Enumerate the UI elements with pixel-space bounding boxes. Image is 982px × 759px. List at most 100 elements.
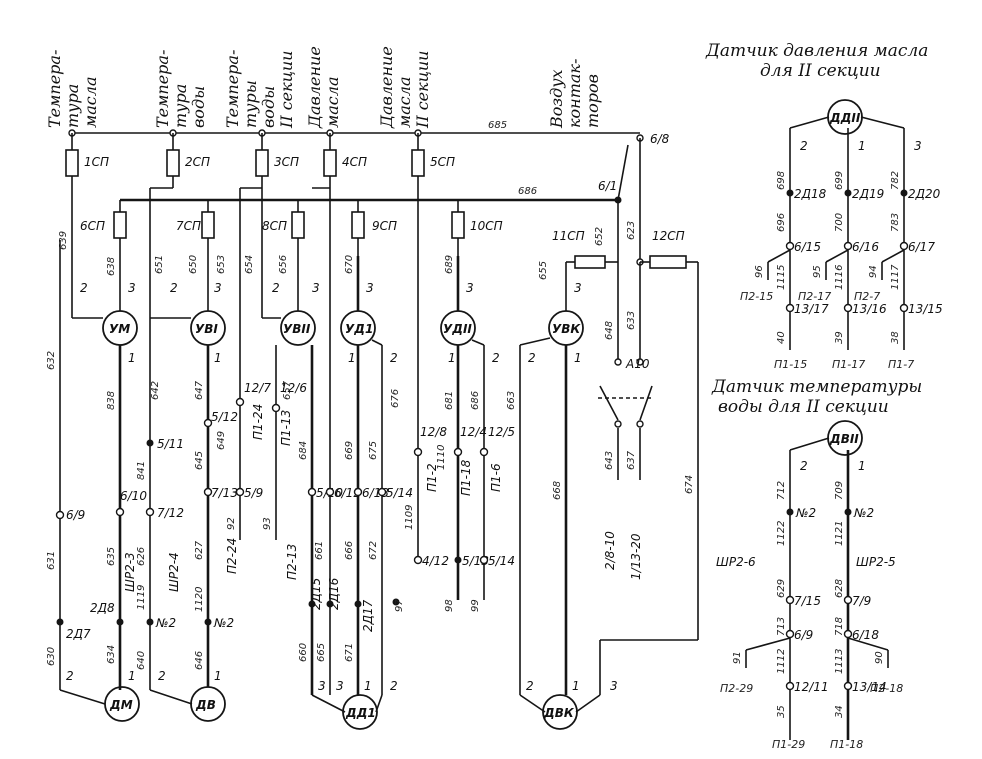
node-label: 13/14	[852, 680, 887, 694]
wire-670: 670	[344, 255, 355, 274]
wire-649: 649	[216, 431, 227, 450]
pressure-sensor-title: Датчик давления масла	[705, 41, 928, 61]
wire-label: 35	[776, 705, 787, 718]
node-12-5	[479, 447, 489, 457]
resistor-4sp	[323, 149, 337, 177]
diode-2d8-label: 2Д8	[90, 601, 115, 615]
header-air-contactors: Воздух контак- торов	[547, 59, 602, 129]
wire-669: 669	[344, 441, 355, 460]
diode-label: 2Д18	[794, 187, 827, 201]
resistor-7sp	[201, 211, 215, 239]
resistor-11sp-label: 11СП	[552, 229, 585, 243]
device-dd1-label: ДД1	[345, 706, 376, 720]
connector-no2	[146, 618, 154, 626]
bus-685-label: 685	[488, 120, 507, 131]
device-ud1-label: УД1	[345, 322, 373, 336]
wire	[881, 249, 905, 263]
svg-text:Темпера-: Темпера-	[45, 50, 64, 128]
node-6-12-label: 6/12	[334, 486, 361, 500]
pin-label: 2	[390, 351, 398, 365]
wire-1110: 1110	[436, 445, 447, 470]
connector-no2-label: №2	[155, 616, 176, 630]
wire-672: 672	[368, 541, 379, 560]
resistor-8sp	[291, 211, 305, 239]
node-label: 6/17	[908, 240, 935, 254]
pin-label: 3	[312, 281, 320, 295]
connector-shr2-3: ШР2-3	[123, 552, 137, 592]
wire-668: 668	[552, 481, 563, 500]
pressure-sensor-subtitle: для II секции	[760, 61, 881, 81]
node-6-10-label: 6/10	[120, 489, 147, 503]
connector-no2-label: №2	[213, 616, 234, 630]
terminal-a10: А10	[625, 357, 650, 371]
device-dm-label: ДМ	[109, 698, 133, 712]
wire-660: 660	[298, 643, 309, 662]
wire-656: 656	[278, 255, 289, 274]
node-5-11	[146, 439, 154, 447]
wire-label: 96	[754, 265, 765, 278]
node	[636, 358, 644, 366]
connector-shr2-4: ШР2-4	[167, 552, 181, 592]
connector-p1-24: П1-24	[251, 404, 265, 440]
wire-661: 661	[314, 541, 325, 560]
pin-label: 1	[364, 679, 372, 693]
wire-label: 1112	[776, 649, 787, 674]
wire-647: 647	[194, 380, 205, 400]
pin-label: 2	[526, 679, 534, 693]
pin-label: 1	[348, 351, 356, 365]
wire-97: 97	[394, 599, 405, 612]
connector-p1-13: П1-13	[279, 410, 293, 446]
node-5-14	[377, 487, 387, 497]
resistor-9sp-label: 9СП	[372, 219, 397, 233]
device-dv2-label: ДВII	[829, 432, 859, 446]
connector-no2	[204, 618, 212, 626]
wire-label: 783	[890, 213, 901, 232]
node-6-9	[55, 510, 65, 520]
svg-text:Воздух: Воздух	[547, 69, 566, 129]
wire-label: 1122	[776, 521, 787, 546]
wire-648: 648	[604, 321, 615, 340]
connector-2-8-10: 2/8-10	[603, 531, 617, 570]
node-5-10	[307, 487, 317, 497]
resistor-5sp-label: 5СП	[430, 155, 455, 169]
node-12-8	[413, 447, 423, 457]
wire-634: 634	[106, 645, 117, 664]
pin-label: 3	[214, 281, 222, 295]
wire-652: 652	[594, 227, 605, 246]
node-7-12-label: 7/12	[157, 506, 184, 520]
resistor-6sp	[113, 211, 127, 239]
connector-label: №2	[795, 506, 816, 520]
pin-label: 2	[390, 679, 398, 693]
wire-639: 639	[58, 231, 69, 250]
node-5-11-label: 5/11	[157, 437, 184, 451]
wire-633: 633	[626, 311, 637, 330]
device-dv-label: ДВ	[195, 698, 216, 712]
header-temp-oil: Темпера- тура масла	[45, 50, 100, 128]
pin-label: 1	[858, 139, 866, 153]
wire-651: 651	[154, 255, 165, 274]
wire-label: 94	[868, 265, 879, 278]
node	[843, 303, 853, 313]
pin-label: 2	[492, 351, 500, 365]
wire-99: 99	[470, 599, 481, 612]
wire-label: 712	[776, 481, 787, 500]
node-label: 7/9	[852, 594, 871, 608]
node-label: 13/16	[852, 302, 887, 316]
pin-label: 2	[800, 459, 808, 473]
wire-841: 841	[136, 461, 147, 480]
branch-label: П2-7	[854, 290, 880, 303]
wire-label: 709	[834, 481, 845, 500]
node-label: 6/15	[794, 240, 821, 254]
node	[636, 420, 644, 428]
device-dvk-label: ДВК	[543, 706, 575, 720]
wire-655: 655	[538, 261, 549, 280]
wire-label: 700	[834, 213, 845, 232]
node-label: 12/11	[794, 680, 829, 694]
end-label: П1-29	[772, 738, 805, 751]
node-5-12	[203, 418, 213, 428]
wire-label: 1116	[834, 265, 845, 290]
node-5-14-label: 5/14	[488, 554, 515, 568]
resistor-6sp-label: 6СП	[80, 219, 105, 233]
wire	[825, 249, 849, 263]
